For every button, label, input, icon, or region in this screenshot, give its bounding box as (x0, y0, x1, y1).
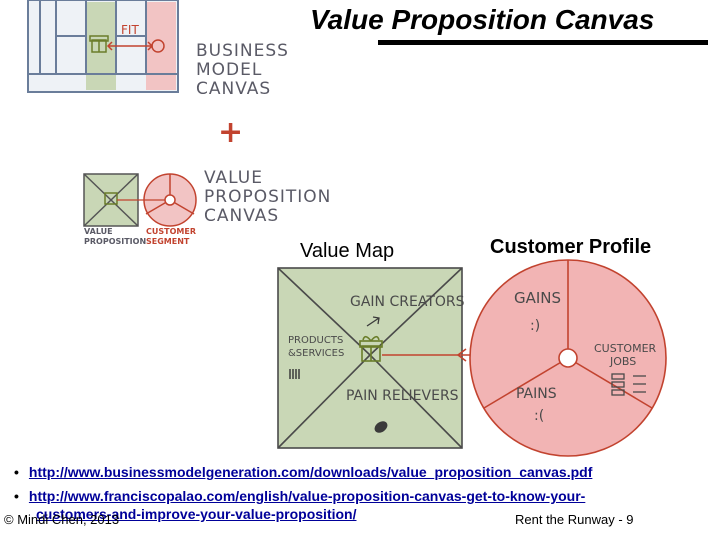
barcode-icon (289, 369, 300, 379)
smile-icon: :) (530, 318, 540, 334)
customer-jobs-line-2: JOBS (609, 355, 636, 368)
sparkle-arrow-icon (366, 316, 380, 327)
customer-profile-heading: Customer Profile (490, 236, 652, 258)
bullet-dot: • (14, 488, 19, 504)
pains-label: PAINS (516, 386, 557, 402)
bullet-dot: • (14, 464, 19, 480)
link-francisco-palao-continued[interactable]: customers-and-improve-your-value-proposi… (36, 506, 357, 522)
slide-title: Value Proposition Canvas (310, 4, 655, 35)
customer-profile-circle (469, 259, 667, 457)
jobs-list-icon (611, 373, 646, 396)
value-map-heading: Value Map (300, 240, 395, 262)
bmc-line-3: CANVAS (196, 79, 271, 99)
products-services-line-2: &SERVICES (288, 348, 344, 359)
fit-label: FIT (121, 23, 139, 37)
vpc-line-2: PROPOSITION (204, 187, 331, 207)
small-cs-line-2: SEGMENT (146, 237, 190, 246)
small-vp-line-2: PROPOSITION (84, 237, 146, 246)
small-customer-circle (143, 173, 197, 227)
link-business-model-generation[interactable]: http://www.businessmodelgeneration.com/d… (28, 464, 593, 480)
bullet-link-2-row: • http://www.franciscopalao.com/english/v… (14, 488, 585, 504)
value-map-square (277, 267, 463, 449)
page-footer: Rent the Runway - 9 (515, 512, 634, 527)
plus-sign: + (218, 115, 243, 150)
small-vp-line-1: VALUE (84, 227, 113, 236)
fit-arrow (106, 39, 165, 53)
frown-icon: :( (534, 408, 544, 424)
bmc-line-2: MODEL (196, 60, 262, 80)
gift-icon (359, 335, 383, 362)
link-francisco-palao[interactable]: http://www.franciscopalao.com/english/va… (28, 488, 586, 504)
title-underline (378, 40, 708, 45)
vpc-line-1: VALUE (204, 168, 263, 188)
gains-label: GAINS (514, 289, 561, 307)
customer-jobs-line-1: CUSTOMER (594, 342, 657, 355)
pain-relievers-label: PAIN RELIEVERS (346, 388, 459, 404)
bmc-gift-icon (89, 35, 109, 53)
gain-creators-label: GAIN CREATORS (350, 294, 465, 310)
copyright-footer: © Mindi Chen, 2013 (4, 512, 120, 527)
vpc-line-3: CANVAS (204, 206, 279, 226)
business-model-canvas-grid (27, 0, 179, 93)
bullet-link-1-row: • http://www.businessmodelgeneration.com/… (14, 464, 592, 480)
pill-icon (374, 421, 388, 433)
bmc-line-1: BUSINESS (196, 41, 289, 61)
bullet-link-2-continuation: customers-and-improve-your-value-proposi… (36, 506, 356, 522)
products-services-line-1: PRODUCTS (288, 335, 343, 346)
small-cs-line-1: CUSTOMER (146, 227, 196, 236)
